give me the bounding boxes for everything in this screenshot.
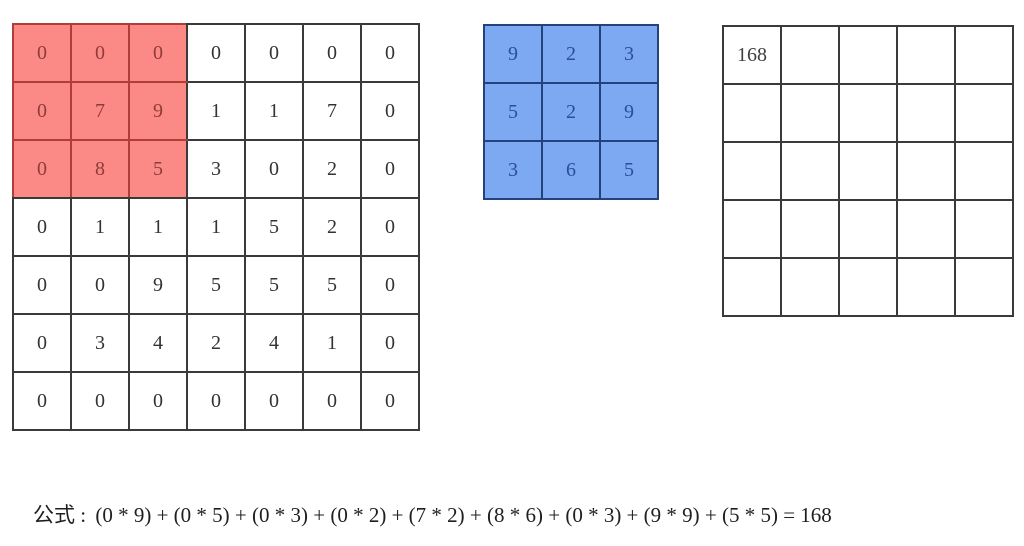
kernel-cell: 5	[483, 82, 543, 142]
output-cell	[896, 199, 956, 259]
input-cell: 0	[360, 139, 420, 199]
kernel-cell: 9	[483, 24, 543, 84]
output-cell	[838, 83, 898, 143]
kernel-cell: 3	[599, 24, 659, 84]
input-cell: 5	[302, 255, 362, 315]
kernel-cell: 3	[483, 140, 543, 200]
input-cell: 0	[360, 81, 420, 141]
output-cell	[896, 25, 956, 85]
input-cell: 1	[186, 81, 246, 141]
output-cell	[722, 141, 782, 201]
input-cell: 1	[128, 197, 188, 257]
input-cell: 0	[360, 313, 420, 373]
input-cell: 1	[186, 197, 246, 257]
input-cell: 0	[302, 23, 362, 83]
input-cell: 5	[244, 255, 304, 315]
input-cell: 9	[128, 255, 188, 315]
output-cell	[954, 199, 1014, 259]
output-cell: 168	[722, 25, 782, 85]
kernel-cell: 6	[541, 140, 601, 200]
input-cell: 0	[70, 255, 130, 315]
input-cell: 7	[70, 81, 130, 141]
input-cell: 0	[12, 197, 72, 257]
output-cell	[838, 141, 898, 201]
input-cell: 2	[302, 197, 362, 257]
output-cell	[838, 257, 898, 317]
output-cell	[780, 199, 840, 259]
input-cell: 5	[128, 139, 188, 199]
input-cell: 0	[12, 371, 72, 431]
output-cell	[954, 25, 1014, 85]
input-cell: 0	[360, 255, 420, 315]
input-cell: 0	[360, 23, 420, 83]
kernel-cell: 2	[541, 82, 601, 142]
output-cell	[780, 141, 840, 201]
input-cell: 0	[12, 255, 72, 315]
formula-expression: (0 * 9) + (0 * 5) + (0 * 3) + (0 * 2) + …	[95, 503, 832, 527]
input-cell: 0	[244, 23, 304, 83]
input-cell: 4	[244, 313, 304, 373]
kernel-cell: 2	[541, 24, 601, 84]
input-cell: 1	[244, 81, 304, 141]
output-cell	[780, 257, 840, 317]
formula-label: 公式 :	[33, 503, 87, 527]
output-cell	[954, 141, 1014, 201]
input-cell: 0	[186, 23, 246, 83]
input-cell: 0	[128, 371, 188, 431]
input-cell: 8	[70, 139, 130, 199]
input-cell: 0	[12, 23, 72, 83]
input-cell: 1	[70, 197, 130, 257]
kernel-cell: 9	[599, 82, 659, 142]
input-cell: 0	[244, 139, 304, 199]
output-cell	[896, 83, 956, 143]
output-cell	[954, 83, 1014, 143]
input-cell: 5	[186, 255, 246, 315]
kernel-cell: 5	[599, 140, 659, 200]
input-cell: 9	[128, 81, 188, 141]
output-cell	[896, 141, 956, 201]
input-cell: 0	[12, 139, 72, 199]
input-cell: 0	[302, 371, 362, 431]
input-cell: 5	[244, 197, 304, 257]
input-cell: 0	[70, 23, 130, 83]
input-cell: 3	[186, 139, 246, 199]
output-cell	[954, 257, 1014, 317]
output-cell	[780, 83, 840, 143]
input-cell: 2	[302, 139, 362, 199]
input-cell: 2	[186, 313, 246, 373]
output-cell	[838, 199, 898, 259]
output-matrix: 168	[722, 25, 1014, 317]
input-cell: 0	[360, 371, 420, 431]
input-cell: 4	[128, 313, 188, 373]
output-cell	[722, 83, 782, 143]
input-cell: 0	[128, 23, 188, 83]
output-cell	[780, 25, 840, 85]
input-cell: 0	[186, 371, 246, 431]
formula-line: 公式 : (0 * 9) + (0 * 5) + (0 * 3) + (0 * …	[33, 500, 832, 530]
input-cell: 1	[302, 313, 362, 373]
output-cell	[838, 25, 898, 85]
input-cell: 0	[12, 313, 72, 373]
output-cell	[722, 199, 782, 259]
input-cell: 0	[12, 81, 72, 141]
input-cell: 7	[302, 81, 362, 141]
input-cell: 3	[70, 313, 130, 373]
input-cell: 0	[70, 371, 130, 431]
output-cell	[722, 257, 782, 317]
input-cell: 0	[360, 197, 420, 257]
input-cell: 0	[244, 371, 304, 431]
output-cell	[896, 257, 956, 317]
